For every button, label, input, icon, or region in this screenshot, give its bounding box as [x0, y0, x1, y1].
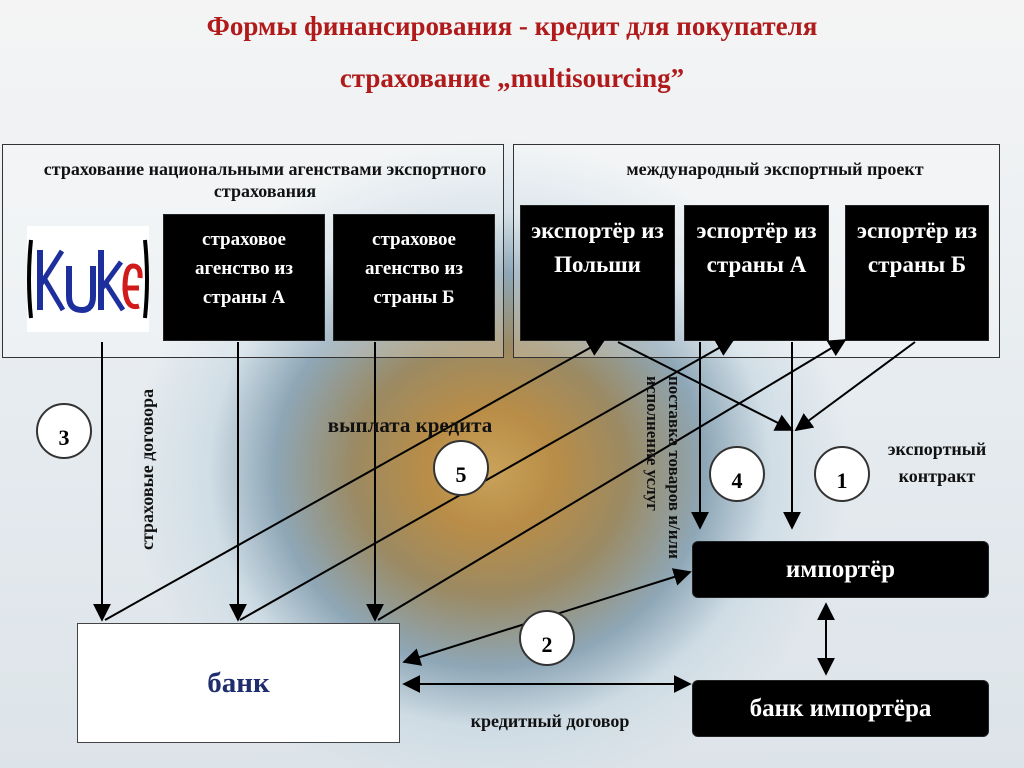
page-title: Формы финансирования - кредит для покупа… — [206, 11, 818, 41]
export-project-caption: международный экспортный проект — [626, 159, 924, 179]
exporter-country-b[interactable]: эспортёр из страны Б — [845, 205, 989, 341]
credit-contract-label: кредитный договор — [470, 711, 630, 731]
importer-bank-box[interactable]: банк импортёра — [692, 680, 989, 737]
national-agencies-caption: страхование национальными агенствами экс… — [43, 159, 487, 201]
step-2-badge: 2 — [519, 610, 575, 666]
delivery-label: поставка товаров и/или исполнение услуг — [643, 376, 684, 559]
page-subtitle: страхование „multisourcing” — [339, 63, 685, 93]
insurance-contracts-label: страховые договора — [137, 388, 157, 550]
arrow-credit-country-a — [239, 339, 735, 621]
exporter-poland[interactable]: экспортёр из Польши — [520, 205, 675, 341]
arrow-credit-poland — [104, 339, 606, 621]
step-1-badge: 1 — [814, 446, 870, 502]
agency-country-a[interactable]: страховое агенство из страны А — [163, 214, 325, 341]
step-3-badge: 3 — [36, 403, 92, 459]
kuke-logo-mark — [27, 239, 149, 319]
bank-box[interactable]: банк — [77, 623, 400, 743]
agency-country-b[interactable]: страховое агенство из страны Б — [333, 214, 495, 341]
step-4-badge: 4 — [709, 446, 765, 502]
arrow-contract-country-b — [794, 341, 916, 432]
credit-payment-label: выплата кредита — [327, 413, 493, 437]
export-contract-label: экспортный контракт — [887, 439, 987, 486]
importer-box[interactable]: импортёр — [692, 541, 989, 598]
kuke-logo — [27, 226, 149, 332]
exporter-country-a[interactable]: эспортёр из страны А — [684, 205, 829, 341]
arrow-contract-poland — [617, 341, 794, 431]
step-5-badge: 5 — [433, 440, 489, 496]
